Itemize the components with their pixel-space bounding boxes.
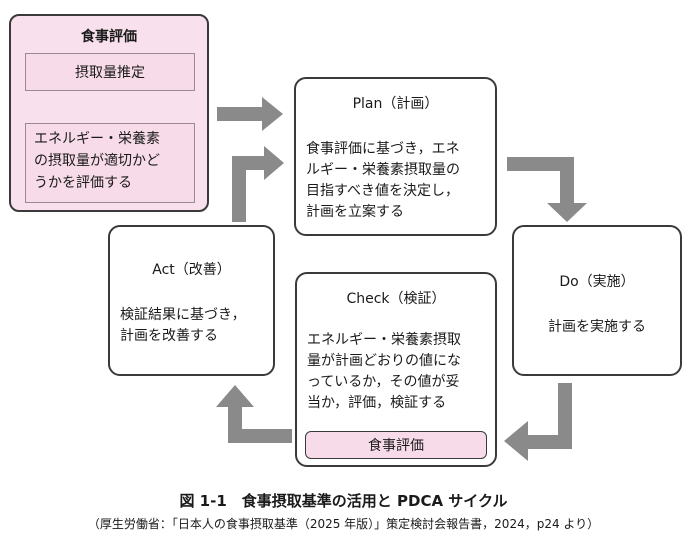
plan-line-1: 食事評価に基づき，エネ [306, 141, 460, 157]
plan-line-3: 目指すべき値を決定し， [306, 183, 460, 199]
check-line-2: 量が計画どおりの値にな [307, 353, 461, 369]
do-title: Do（実施） [559, 274, 635, 290]
check-title: Check（検証） [346, 291, 446, 307]
evaluation-line-3: うかを評価する [34, 175, 132, 191]
check-line-3: っているか，その値が妥 [307, 374, 460, 390]
plan-line-4: 計画を立案する [306, 204, 404, 220]
intake-estimation-label: 摂取量推定 [75, 65, 145, 81]
act-line-2: 計画を改善する [120, 328, 218, 344]
act-line-1: 検証結果に基づき， [120, 307, 246, 323]
check-box: Check（検証） エネルギー・栄養素摂取 量が計画どおりの値にな っているか，… [295, 272, 497, 467]
arrow-act-to-plan [232, 146, 284, 222]
figure-caption: 図 1-1 食事摂取基準の活用と PDCA サイクル [179, 492, 508, 510]
plan-box: Plan（計画） 食事評価に基づき，エネ ルギー・栄養素摂取量の 目指すべき値を… [294, 77, 497, 236]
assessment-title: 食事評価 [81, 29, 137, 45]
adequacy-evaluation-box: エネルギー・栄養素 の摂取量が適切かど うかを評価する [25, 123, 195, 203]
check-dietary-assessment-box: 食事評価 [305, 431, 487, 459]
arrow-do-to-check [504, 383, 572, 461]
arrow-plan-to-do [507, 157, 587, 222]
plan-title: Plan（計画） [352, 96, 439, 112]
assessment-box: 食事評価 摂取量推定 エネルギー・栄養素 の摂取量が適切かど うかを評価する [9, 14, 209, 212]
act-box: Act（改善） 検証結果に基づき， 計画を改善する [108, 225, 275, 376]
evaluation-line-1: エネルギー・栄養素 [34, 131, 160, 147]
check-line-1: エネルギー・栄養素摂取 [307, 332, 461, 348]
do-box: Do（実施） 計画を実施する [512, 225, 682, 376]
check-dietary-assessment-label: 食事評価 [368, 438, 424, 454]
arrow-check-to-act [216, 385, 292, 443]
check-line-4: 当か，評価，検証する [307, 395, 447, 411]
evaluation-line-2: の摂取量が適切かど [34, 153, 160, 169]
source-note: （厚生労働省：「日本人の食事摂取基準（2025 年版）」策定検討会報告書，202… [87, 517, 600, 531]
intake-estimation-box: 摂取量推定 [25, 53, 195, 91]
act-title: Act（改善） [152, 262, 231, 278]
plan-line-2: ルギー・栄養素摂取量の [306, 162, 460, 178]
arrow-assessment-to-plan [217, 97, 283, 131]
do-line-1: 計画を実施する [548, 319, 646, 335]
